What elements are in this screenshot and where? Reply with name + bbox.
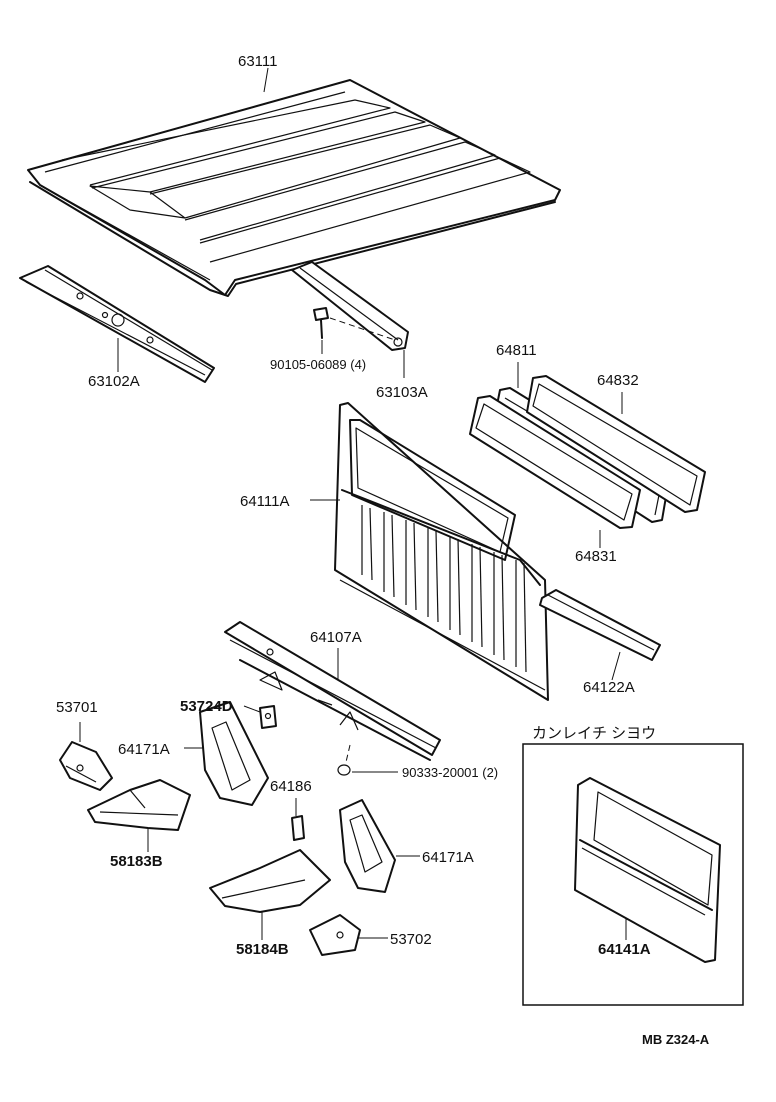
label-64832: 64832 — [597, 372, 639, 389]
inner-back-panel-64141A — [574, 777, 721, 963]
label-64171A-right: 64171A — [422, 849, 474, 866]
front-header-rail-63102A — [19, 265, 215, 383]
reinforcement-58184B — [209, 849, 331, 913]
label-58184B: 58184B — [236, 941, 289, 958]
label-63103A: 63103A — [376, 384, 428, 401]
label-63102A: 63102A — [88, 373, 140, 390]
reinforcement-58183B — [87, 779, 191, 831]
label-64141A: 64141A — [598, 941, 651, 958]
label-63111: 63111 — [238, 53, 278, 70]
back-panel-64111A — [334, 402, 549, 701]
bracket-64171A-right — [339, 799, 396, 893]
label-90105-06089: 90105-06089 (4) — [270, 357, 366, 372]
diagram-code: MB Z324-A — [642, 1032, 710, 1047]
bracket-64171A-left — [199, 701, 269, 806]
side-rail-64122A — [539, 589, 661, 661]
label-64811: 64811 — [496, 342, 537, 359]
label-90333-20001: 90333-20001 (2) — [402, 765, 498, 780]
label-64111A: 64111A — [240, 493, 290, 510]
bracket-53724D — [259, 705, 277, 729]
label-53724D: 53724D — [180, 698, 233, 715]
label-64186: 64186 — [270, 778, 312, 795]
label-53701: 53701 — [56, 699, 98, 716]
rear-roof-rail-63103A — [291, 261, 409, 351]
weatherstrip-64831 — [469, 395, 641, 529]
label-64171A-left: 64171A — [118, 741, 170, 758]
clip-64186 — [291, 815, 305, 841]
glass-frame-64832 — [526, 375, 706, 513]
bolt-90105 — [313, 307, 396, 341]
bracket-53702 — [309, 914, 361, 956]
label-64107A: 64107A — [310, 629, 362, 646]
roof-panel-63111 — [27, 79, 561, 297]
label-64831: 64831 — [575, 548, 617, 565]
bracket-53701 — [59, 741, 113, 791]
label-58183B: 58183B — [110, 853, 163, 870]
label-64122A: 64122A — [583, 679, 635, 696]
label-53702: 53702 — [390, 931, 432, 948]
inset-cold-climate-box — [522, 743, 744, 1006]
cross-member-64107A — [224, 621, 441, 761]
inset-title: カンレイチ シヨウ — [532, 725, 656, 742]
plug-90333 — [337, 744, 351, 776]
